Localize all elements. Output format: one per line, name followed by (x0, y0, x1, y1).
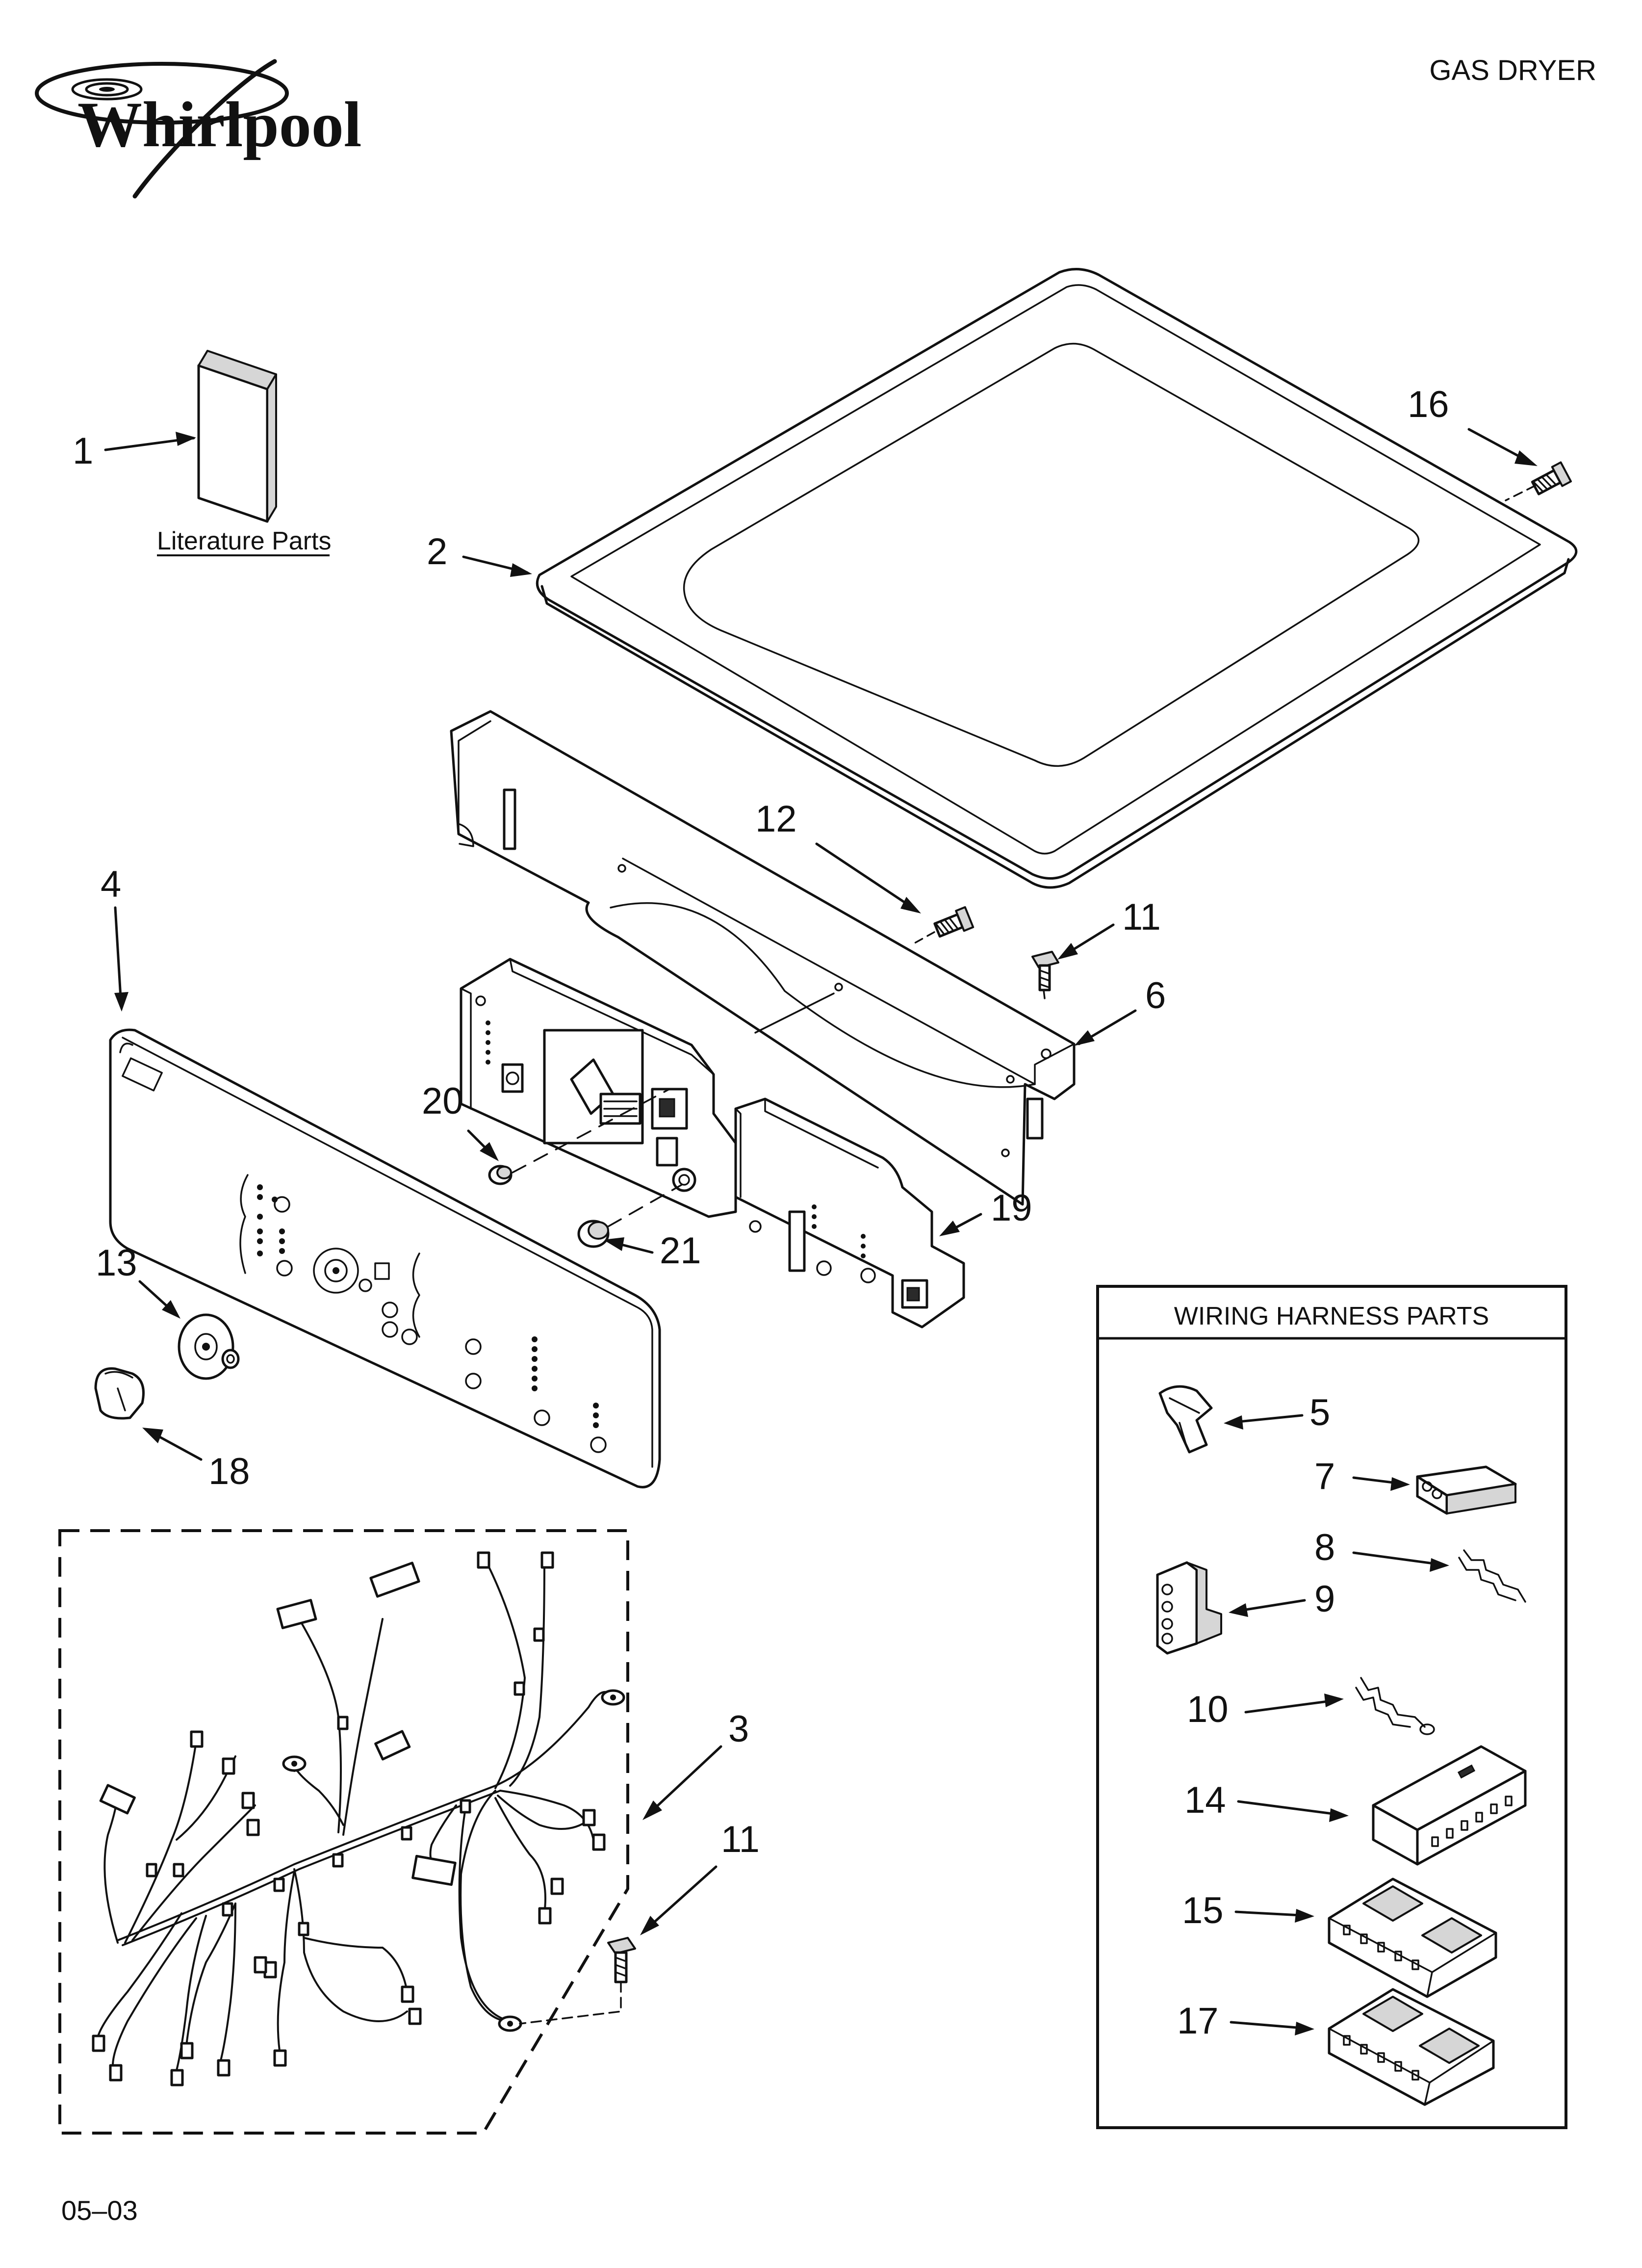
whirlpool-logo: Whirlpool (35, 59, 361, 199)
connector-housing-17 (1328, 1988, 1495, 2106)
callout-6: 6 (1145, 975, 1166, 1017)
callout-13: 13 (96, 1242, 137, 1284)
screw-12 (933, 906, 975, 938)
knob-bezel-13 (178, 1313, 240, 1380)
callout-11-upper: 11 (1122, 896, 1161, 938)
brand-logo-text: Whirlpool (77, 88, 361, 160)
control-board-rear-housing (734, 1097, 965, 1329)
terminal-10 (1355, 1677, 1435, 1735)
callout-21: 21 (660, 1230, 701, 1272)
callout-10: 10 (1187, 1689, 1229, 1730)
callout-20: 20 (422, 1080, 463, 1122)
callout-14: 14 (1184, 1779, 1226, 1821)
console-bracket (450, 710, 1076, 1206)
literature-parts-booklet (197, 350, 277, 523)
connector-housing-15 (1328, 1877, 1497, 1998)
terminal-8 (1458, 1549, 1526, 1603)
callout-16: 16 (1408, 384, 1449, 425)
control-board-housing (460, 958, 737, 1218)
callout-9: 9 (1314, 1578, 1335, 1620)
wire-clip-5 (1158, 1385, 1213, 1454)
wiring-harness-parts-title: WIRING HARNESS PARTS (1174, 1302, 1489, 1330)
date-code: 05–03 (61, 2195, 138, 2226)
leader-arrow-11-lower (643, 1865, 718, 1932)
screw-16 (1531, 461, 1572, 495)
leader-arrow-8 (1352, 1551, 1446, 1566)
callout-11-lower: 11 (721, 1819, 760, 1860)
connector-housing-14 (1372, 1745, 1527, 1866)
callout-8: 8 (1314, 1527, 1335, 1568)
callout-15: 15 (1182, 1890, 1224, 1931)
callout-1: 1 (73, 430, 93, 472)
leader-arrow-3 (646, 1745, 722, 1817)
callout-18: 18 (208, 1451, 250, 1492)
connector-7 (1416, 1465, 1517, 1515)
button-21 (577, 1220, 610, 1248)
dryer-top-panel (536, 268, 1578, 889)
wiring-harness-parts-box (1096, 1285, 1567, 2129)
callout-17: 17 (1177, 2000, 1219, 2042)
leader-arrow-14 (1237, 1800, 1345, 1817)
callout-2: 2 (427, 531, 447, 573)
console-front-panel (109, 1028, 661, 1488)
callout-12: 12 (755, 798, 797, 840)
callout-3: 3 (728, 1708, 749, 1750)
callout-5: 5 (1309, 1392, 1330, 1434)
wiring-harness (92, 1551, 625, 2086)
screw-11-upper (1031, 951, 1059, 999)
knob-18 (94, 1367, 145, 1420)
callout-4: 4 (101, 863, 121, 905)
button-20 (488, 1165, 513, 1185)
leader-arrow-4 (114, 906, 123, 1007)
leader-arrow-12 (815, 842, 918, 912)
connector-9 (1156, 1561, 1222, 1655)
callout-19: 19 (991, 1187, 1032, 1229)
literature-parts-label: Literature Parts (157, 527, 332, 555)
callout-7: 7 (1314, 1456, 1335, 1497)
leader-arrow-10 (1244, 1698, 1340, 1714)
ground-screw-11 (519, 1937, 636, 2025)
product-label: GAS DRYER (1429, 54, 1596, 86)
wiring-harness-boundary (58, 1529, 629, 2135)
